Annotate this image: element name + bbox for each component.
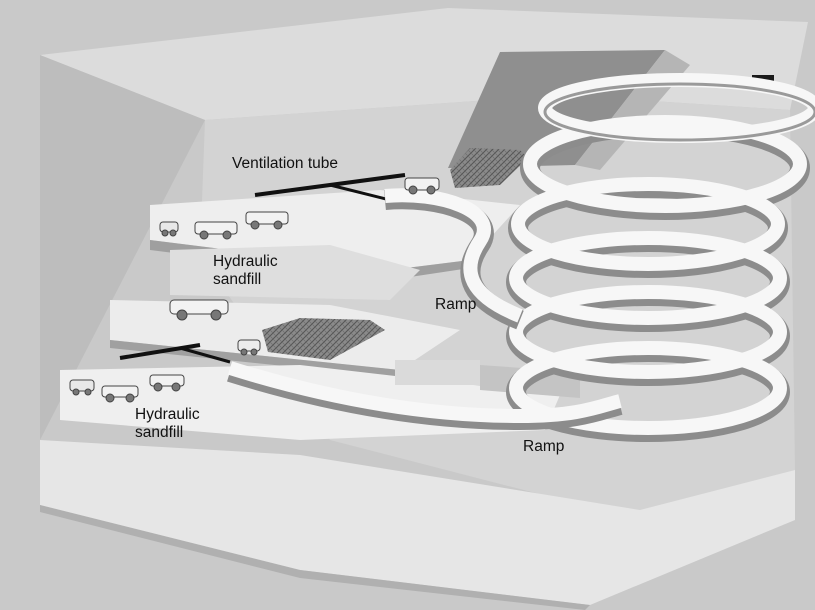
label-ramp-lower: Ramp [523, 438, 565, 455]
label-ramp-upper: Ramp [435, 296, 477, 313]
ramp-loop-3-top [509, 231, 787, 325]
vehicle-lower-3 [149, 374, 185, 392]
label-sandfill-lower-line-2: sandfill [135, 424, 184, 441]
label-hydraulic-sandfill-lower: Hydraulic sandfill [135, 406, 200, 442]
label-ventilation-tube: Ventilation tube [232, 155, 339, 172]
label-hydraulic-sandfill-upper: Hydraulic sandfill [213, 253, 278, 289]
upper-sandfill-area [170, 245, 420, 300]
block-left-face [40, 55, 205, 440]
vehicle-lower-pile [237, 339, 261, 356]
ventilation-tube-lower [119, 343, 201, 360]
vehicle-lower-2 [101, 385, 139, 403]
vehicle-middle [169, 299, 229, 321]
ramp-loop-5-top [509, 341, 787, 435]
ventilation-tubes [119, 173, 406, 364]
label-sandfill-upper-line-2: sandfill [213, 271, 262, 288]
ventilation-tube-upper-branch [329, 183, 391, 202]
ore-pile-lower [262, 318, 385, 360]
ramp-loop-4-top [509, 285, 787, 379]
ramp-loop-2-top [511, 177, 785, 271]
lower-level-step [395, 360, 480, 385]
block-bottom-slab [40, 440, 795, 605]
ramp-loop-0-side [543, 82, 815, 142]
vehicle-upper-3 [245, 211, 289, 230]
vehicle-lower-1 [69, 379, 95, 396]
vehicle-upper-1 [159, 221, 179, 237]
block-front-edge [40, 505, 590, 610]
ore-pile-upper [450, 148, 528, 188]
vehicles [69, 177, 440, 403]
vehicle-upper-2 [194, 221, 238, 240]
label-sandfill-upper-line-1: Hydraulic [213, 253, 278, 270]
label-sandfill-lower-line-1: Hydraulic [135, 406, 200, 423]
vehicle-upper-ramp [404, 177, 440, 195]
ventilation-tube-lower-branch [179, 346, 231, 364]
ramp-loop-1-top [523, 115, 807, 213]
spiral-ramp [227, 73, 815, 442]
